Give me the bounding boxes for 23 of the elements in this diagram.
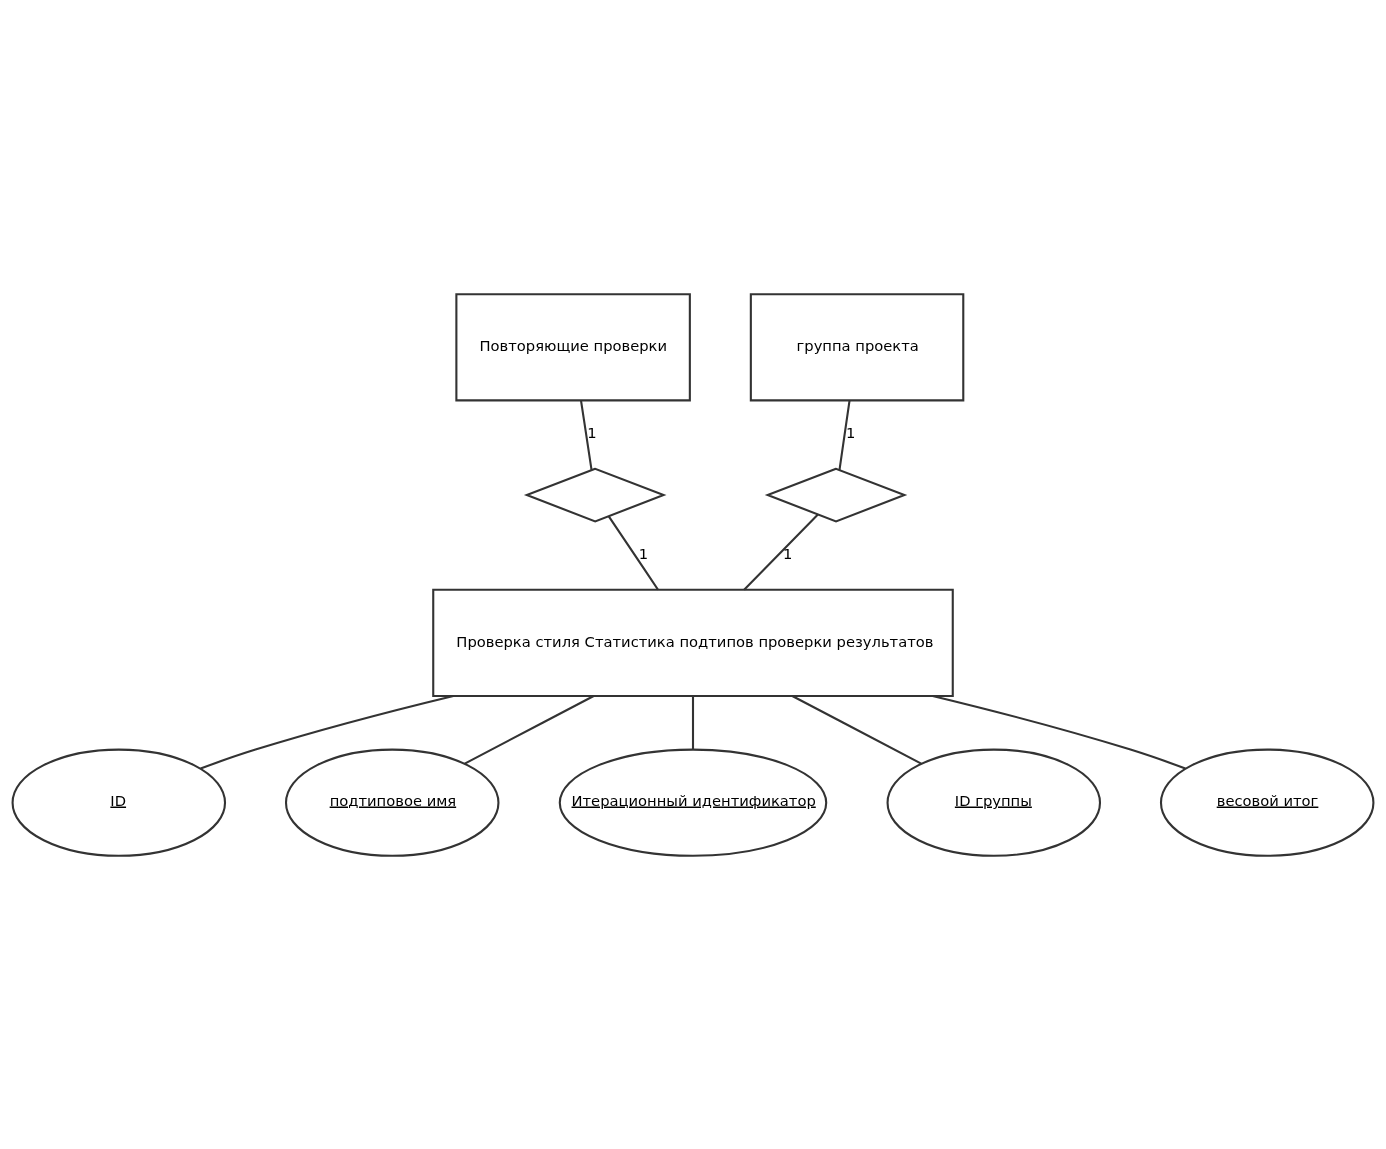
edge-label: 1 (846, 423, 856, 441)
node-ellipse: Итерационный идентификатор (558, 748, 828, 857)
node-ellipse: весовой итог (1159, 748, 1375, 857)
edge-label: 1 (782, 544, 793, 562)
connector (464, 694, 595, 764)
node-ellipse: подтиповое имя (284, 748, 500, 857)
node-diamond (764, 467, 908, 522)
connector (200, 694, 454, 770)
node-box: Повторяющие проверки (455, 292, 691, 401)
connector (932, 694, 1186, 770)
node-box: группа проекта (749, 292, 965, 401)
node-box: Проверка стиля Статистика подтипов проверки результатов (432, 588, 954, 697)
node-ellipse: ID (11, 748, 227, 857)
node-ellipse: ID группы (886, 748, 1102, 857)
edge-label: 1 (638, 544, 649, 562)
node-diamond (523, 467, 667, 522)
connector (580, 399, 593, 470)
connector (838, 399, 851, 470)
connector (607, 515, 659, 590)
connector (743, 513, 819, 590)
connector (791, 694, 922, 764)
edge-label: 1 (587, 423, 597, 441)
connector (691, 695, 695, 749)
